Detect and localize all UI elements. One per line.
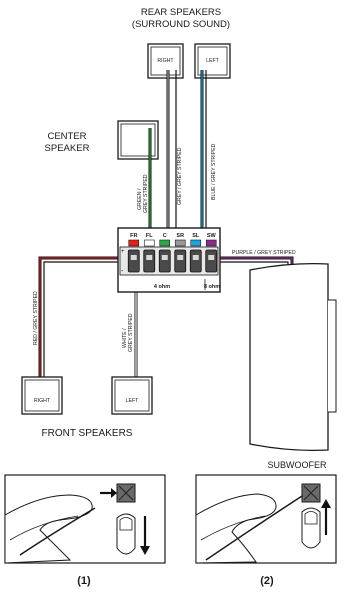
rear-right-speaker: RIGHT [147,43,184,79]
green-wire-label-1: GREEN / [137,188,143,210]
front-left-label: LEFT [126,398,140,404]
front-right-label: RIGHT [34,398,51,404]
terminal-hole-fl [146,255,153,260]
step-2-label: (2) [260,575,274,587]
white-wire-label-2: GREY STRIPED [128,313,134,352]
center-speaker [117,120,159,160]
terminal-slot-sl[interactable]: SL [189,233,202,273]
front-speakers-title: FRONT SPEAKERS [42,428,133,439]
terminal-slot-fr[interactable]: FR [127,233,140,273]
rear-speakers-subtitle: (SURROUND SOUND) [132,19,230,30]
speaker-terminal-block: + - 4 ohm 8 ohm FR FL C SR SL SW [117,227,221,293]
step-2-panel [195,474,337,564]
impedance-8-ohm: 8 ohm [204,284,220,290]
terminal-clip-fl[interactable] [143,249,156,273]
channel-label-fr: FR [130,233,137,239]
terminal-clip-c[interactable] [158,249,171,273]
terminal-hole-sl [192,255,199,260]
channel-label-sr: SR [176,233,184,239]
channel-label-sw: SW [207,233,217,239]
channel-label-sl: SL [192,233,200,239]
channel-label-c: C [163,233,167,239]
terminal-plus-sign: + [121,249,125,255]
channel-color-c [159,239,171,247]
terminal-hole-sw [208,255,215,260]
terminal-hole-c [161,255,168,260]
impedance-4-ohm: 4 ohm [154,284,170,290]
channel-color-fr [128,239,140,247]
channel-color-fl [143,239,155,247]
rear-speakers-title: REAR SPEAKERS [141,7,221,18]
terminal-hole-sr [177,255,184,260]
center-speaker-label-2: SPEAKER [45,143,90,154]
blue-wire-label: BLUE / GREY STRIPED [211,143,217,200]
terminal-slot-fl[interactable]: FL [143,233,156,273]
channel-color-sw [205,239,217,247]
rear-left-speaker: LEFT [194,43,231,79]
terminal-clip-fr[interactable] [127,249,140,273]
subwoofer [249,262,337,452]
terminal-clip-sr[interactable] [174,249,187,273]
terminal-clip-sw[interactable] [205,249,218,273]
rear-right-label: RIGHT [157,58,174,64]
terminal-slot-sw[interactable]: SW [205,233,218,273]
terminal-slot-sr[interactable]: SR [174,233,187,273]
front-right-speaker: RIGHT [21,376,63,415]
grey-wire-label: GREY / GREY STRIPED [177,147,183,205]
step-1-label: (1) [77,575,91,587]
terminal-clip-sl[interactable] [189,249,202,273]
white-wire-label-1: WHITE / [122,328,128,348]
rear-left-label: LEFT [206,58,220,64]
green-wire-label-2: GREY STRIPED [143,174,149,213]
center-speaker-label-1: CENTER [47,131,86,142]
channel-color-sr [174,239,186,247]
terminal-minus-sign: - [121,268,124,275]
subwoofer-label: SUBWOOFER [267,460,327,470]
channel-label-fl: FL [146,233,153,239]
step-1-panel [4,474,166,564]
terminal-hole-fr [130,255,137,260]
front-left-speaker: LEFT [111,376,153,415]
purple-wire-label: PURPLE / GREY STRIPED [232,250,296,256]
terminal-slot-c[interactable]: C [158,233,171,273]
channel-color-sl [190,239,202,247]
red-wire-label: RED / GREY STRIPED [33,291,39,345]
